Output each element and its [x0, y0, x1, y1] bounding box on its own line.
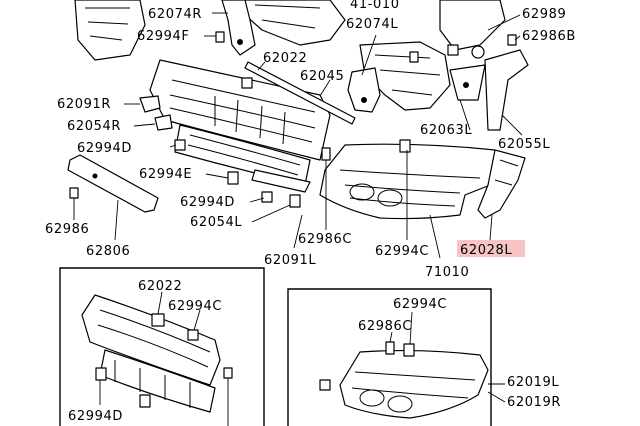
label-62994f: 62994F	[137, 29, 189, 44]
label-62986: 62986	[45, 222, 89, 237]
molding-62806	[67, 154, 159, 213]
label-62994d: 62994D	[77, 141, 132, 156]
label-62994d-2: 62994D	[180, 195, 235, 210]
main-labels: 62074R 62994F 62022 62045 62074L 41-010 …	[45, 0, 576, 280]
inset-b-label-62986c: 62986C	[358, 319, 412, 334]
label-62091l: 62091L	[264, 253, 316, 268]
clip-62091r	[139, 95, 173, 131]
label-62028l: 62028L	[460, 243, 512, 258]
highlight-62028l	[457, 240, 525, 257]
label-62045: 62045	[300, 69, 344, 84]
label-62054l: 62054L	[190, 215, 242, 230]
bracket-62074l	[347, 67, 381, 113]
inset-a: 62022 62994C 62994D	[59, 267, 265, 426]
inset-b-label-62994c: 62994C	[393, 297, 447, 312]
inset-a-label-62994d: 62994D	[68, 409, 123, 424]
label-62022: 62022	[263, 51, 307, 66]
label-62074r: 62074R	[148, 7, 202, 22]
label-62091r: 62091R	[57, 97, 111, 112]
label-62989: 62989	[522, 7, 566, 22]
inset-b: 62994C 62986C 62019L 62019R	[287, 288, 561, 426]
label-62806: 62806	[86, 244, 130, 259]
label-62986c: 62986C	[298, 232, 352, 247]
label-62074l: 62074L	[346, 17, 398, 32]
inset-a-label-62022: 62022	[138, 279, 182, 294]
molding-strip-62022	[244, 61, 356, 125]
leader-lines	[73, 12, 523, 259]
front-bumper-71010	[319, 143, 506, 220]
label-62994c: 62994C	[375, 244, 429, 259]
bracket-62074r	[221, 0, 256, 56]
bracket-62055l	[449, 49, 529, 131]
label-41-010: 41-010	[350, 0, 400, 12]
label-71010: 71010	[425, 265, 469, 280]
label-62054r: 62054R	[67, 119, 121, 134]
bumper-extension-62028l	[477, 149, 526, 219]
lower-grille	[174, 124, 311, 193]
label-62063l: 62063L	[420, 123, 472, 138]
inset-b-label-62019r: 62019R	[507, 395, 561, 410]
label-62055l: 62055L	[498, 137, 550, 152]
radiator-grille-62045	[149, 59, 331, 161]
label-62994e: 62994E	[139, 167, 192, 182]
label-62986b: 62986B	[522, 29, 576, 44]
inset-a-label-62994c: 62994C	[168, 299, 222, 314]
inset-b-label-62019l: 62019L	[507, 375, 559, 390]
front-frame-drawing	[74, 0, 506, 111]
